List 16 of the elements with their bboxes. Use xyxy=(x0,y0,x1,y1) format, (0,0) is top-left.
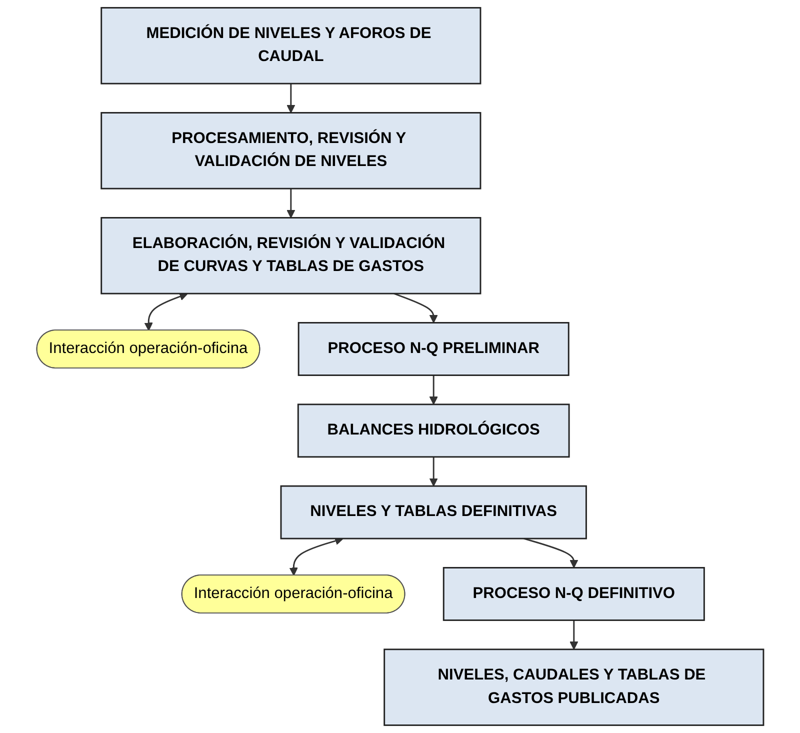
arrow xyxy=(286,84,296,114)
node-box: ELABORACIÓN, REVISIÓN Y VALIDACIÓN DE CURVAS Y TABLAS DE GASTOS xyxy=(100,217,482,294)
node-box: PROCESAMIENTO, REVISIÓN Y VALIDACIÓN DE NIVELES xyxy=(100,112,482,190)
node-box: BALANCES HIDROLÓGICOS xyxy=(297,404,570,458)
arrow xyxy=(523,538,578,568)
node-box: PROCESO N-Q DEFINITIVO xyxy=(442,567,705,621)
arrow xyxy=(394,292,438,324)
arrow xyxy=(286,188,296,218)
node-box: NIVELES Y TABLAS DEFINITIVAS xyxy=(280,485,587,540)
node-box: MEDICIÓN DE NIVELES Y AFOROS DE CAUDAL xyxy=(100,7,482,84)
arrow xyxy=(570,620,578,650)
arrow xyxy=(429,375,438,405)
arrow xyxy=(144,292,188,331)
node-box: NIVELES, CAUDALES Y TABLAS DE GASTOS PUBLICADAS xyxy=(383,648,764,726)
arrow xyxy=(429,456,438,486)
node-box: PROCESO N-Q PRELIMINAR xyxy=(298,322,570,376)
